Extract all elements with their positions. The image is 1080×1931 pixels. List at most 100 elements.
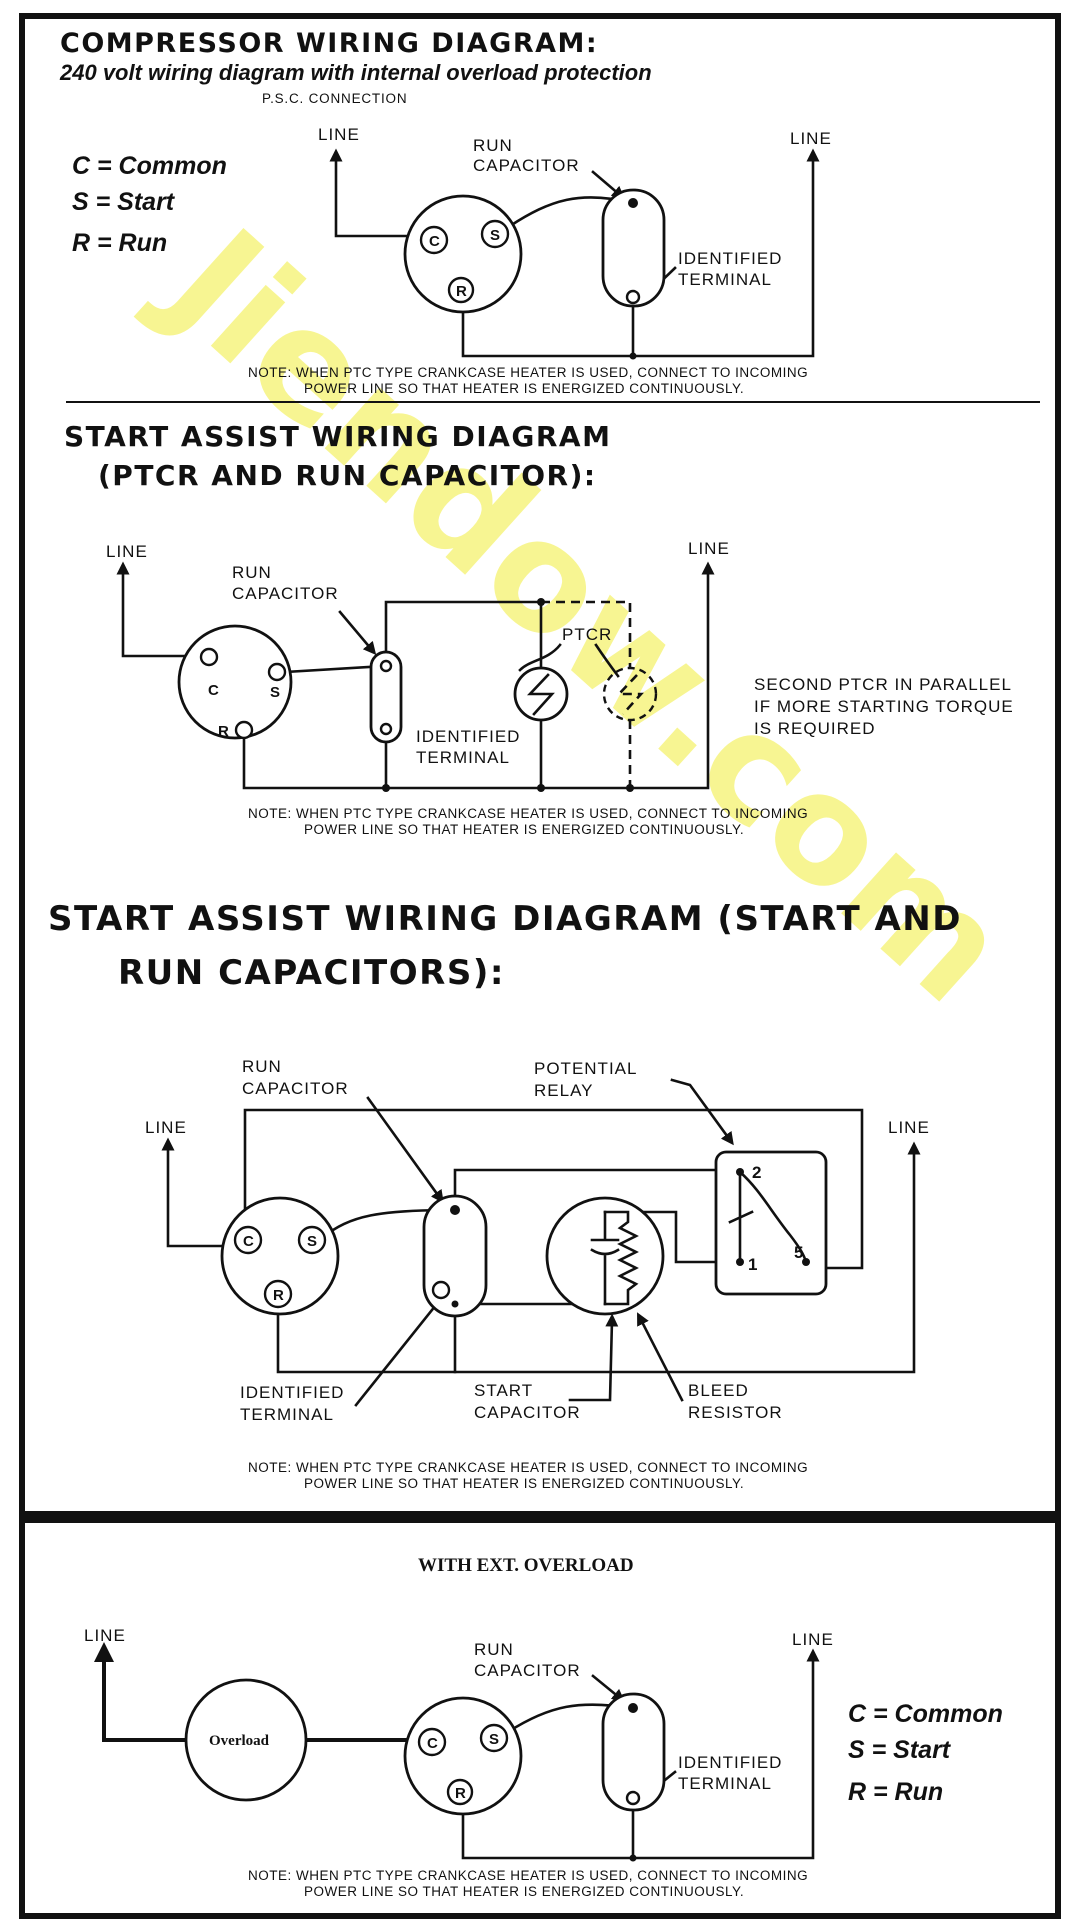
legend-run: R = Run xyxy=(848,1778,943,1806)
run-capacitor-label: RUN xyxy=(242,1057,282,1076)
ptcr-pointer xyxy=(518,643,562,672)
terminal-start-letter: S xyxy=(270,684,280,701)
run-capacitor-pointer xyxy=(591,1674,626,1703)
overload-label: Overload xyxy=(209,1733,270,1749)
relay-contact xyxy=(728,1170,754,1264)
bottom-frame xyxy=(19,1517,1061,1919)
legend-start: S = Start xyxy=(848,1736,952,1764)
potential-relay-pointer xyxy=(670,1078,734,1146)
terminal-run xyxy=(446,1778,474,1806)
terminal-run xyxy=(263,1279,293,1309)
second-ptcr-optional xyxy=(602,666,658,722)
wire-run-to-line xyxy=(276,1141,921,1374)
identified-terminal-label-2: TERMINAL xyxy=(678,1774,772,1793)
section3-note: NOTE: WHEN PTC TYPE CRANKCASE HEATER IS … xyxy=(248,1460,808,1475)
start-capacitor-label-2: CAPACITOR xyxy=(474,1403,581,1422)
terminal-start xyxy=(297,1225,327,1255)
bleed-resistor-symbol xyxy=(603,1210,639,1306)
wire-line-to-overload xyxy=(94,1642,186,1742)
run-capacitor-pointer xyxy=(338,610,377,655)
run-capacitor xyxy=(601,1692,666,1812)
section3-title: START ASSIST WIRING DIAGRAM (START AND xyxy=(48,899,962,939)
side-note-line-3: IS REQUIRED xyxy=(754,719,876,738)
run-capacitor-label-2: CAPACITOR xyxy=(473,156,580,175)
identified-terminal-label-2: TERMINAL xyxy=(678,270,772,289)
start-capacitor-label: START xyxy=(474,1381,533,1400)
run-capacitor-pointer xyxy=(591,170,625,200)
section4-note-2: POWER LINE SO THAT HEATER IS ENERGIZED C… xyxy=(304,1884,744,1899)
relay-coil xyxy=(738,1170,808,1264)
junction-dot xyxy=(451,1300,459,1308)
line-label-right: LINE xyxy=(888,1118,930,1137)
junction-dot xyxy=(626,784,634,792)
terminal-run-letter: R xyxy=(455,1785,466,1802)
run-capacitor-label: RUN xyxy=(474,1640,514,1659)
terminal-common xyxy=(417,1727,447,1757)
identified-terminal-label: IDENTIFIED xyxy=(678,1753,782,1772)
identified-terminal-label-2: TERMINAL xyxy=(240,1405,334,1424)
terminal-common-letter: C xyxy=(208,682,219,699)
run-capacitor-label: RUN xyxy=(232,563,272,582)
identified-terminal-pointer xyxy=(354,1294,445,1407)
section3-note-2: POWER LINE SO THAT HEATER IS ENERGIZED C… xyxy=(304,1476,744,1491)
run-capacitor-label: RUN xyxy=(473,136,513,155)
capacitor-identified-terminal xyxy=(625,289,641,305)
terminal-run xyxy=(447,276,475,304)
section1-title: COMPRESSOR WIRING DIAGRAM: xyxy=(60,28,598,59)
terminal-start xyxy=(267,662,287,682)
identified-terminal-label: IDENTIFIED xyxy=(240,1383,344,1402)
junction-dot xyxy=(382,784,390,792)
terminal-run-letter: R xyxy=(273,1287,284,1304)
section4-title: WITH EXT. OVERLOAD xyxy=(418,1555,634,1576)
terminal-common-letter: C xyxy=(427,1735,438,1752)
terminal-start-letter: S xyxy=(489,1731,499,1748)
wire-line-to-common xyxy=(116,561,204,658)
run-capacitor-pointer xyxy=(366,1096,444,1204)
run-capacitor xyxy=(369,650,403,744)
potential-relay xyxy=(714,1150,828,1296)
terminal-start-letter: S xyxy=(307,1233,317,1250)
wire-line-to-common xyxy=(161,1137,237,1248)
capacitor-terminal-top xyxy=(379,659,393,673)
section-compressor-wiring: COMPRESSOR WIRING DIAGRAM: 240 volt wiri… xyxy=(59,28,831,396)
potential-relay-label: POTENTIAL xyxy=(534,1059,637,1078)
terminal-start xyxy=(479,1723,509,1753)
legend-start: S = Start xyxy=(72,188,176,216)
section4-note: NOTE: WHEN PTC TYPE CRANKCASE HEATER IS … xyxy=(248,1868,808,1883)
terminal-start-letter: S xyxy=(490,227,500,244)
relay-pin-2-label: 2 xyxy=(752,1163,762,1182)
relay-pin-5-label: 5 xyxy=(794,1243,804,1262)
wire-start-to-capacitor xyxy=(283,664,388,674)
psc-connection-label: P.S.C. CONNECTION xyxy=(262,91,407,106)
terminal-common xyxy=(419,225,449,255)
external-overload xyxy=(184,1678,308,1802)
section1-note: NOTE: WHEN PTC TYPE CRANKCASE HEATER IS … xyxy=(248,365,808,380)
section1-subtitle: 240 volt wiring diagram with internal ov… xyxy=(59,60,652,85)
terminal-run-letter: R xyxy=(218,723,229,740)
bleed-resistor-label: BLEED xyxy=(688,1381,749,1400)
wire-common-to-relay-5 xyxy=(243,1108,864,1270)
junction-dot xyxy=(537,784,545,792)
terminal-run xyxy=(234,720,254,740)
wire-capacitor-to-ptcr xyxy=(384,600,543,670)
wire-run-to-line xyxy=(242,561,715,790)
terminal-start xyxy=(480,219,510,249)
side-note-line-1: SECOND PTCR IN PARALLEL xyxy=(754,675,1012,694)
section2-title-2: (PTCR AND RUN CAPACITOR): xyxy=(98,459,597,492)
compressor-body xyxy=(177,624,293,740)
legend-common: C = Common xyxy=(848,1700,1003,1728)
ptcr-pointer-2 xyxy=(594,643,620,678)
second-ptcr-symbol xyxy=(615,674,644,715)
line-label-left: LINE xyxy=(318,125,360,144)
side-note-line-2: IF MORE STARTING TORQUE xyxy=(754,697,1014,716)
legend-common: C = Common xyxy=(72,152,227,180)
capacitor-terminal-top xyxy=(628,1703,638,1713)
start-capacitor-symbol xyxy=(590,1210,620,1306)
identified-terminal-label-2: TERMINAL xyxy=(416,748,510,767)
line-label-left: LINE xyxy=(106,542,148,561)
section-start-run-capacitors: START ASSIST WIRING DIAGRAM (START AND R… xyxy=(48,899,962,1491)
section2-title: START ASSIST WIRING DIAGRAM xyxy=(64,420,611,453)
line-label-right: LINE xyxy=(792,1630,834,1649)
terminal-common-letter: C xyxy=(429,233,440,250)
ptcr-label: PTCR xyxy=(562,625,612,644)
